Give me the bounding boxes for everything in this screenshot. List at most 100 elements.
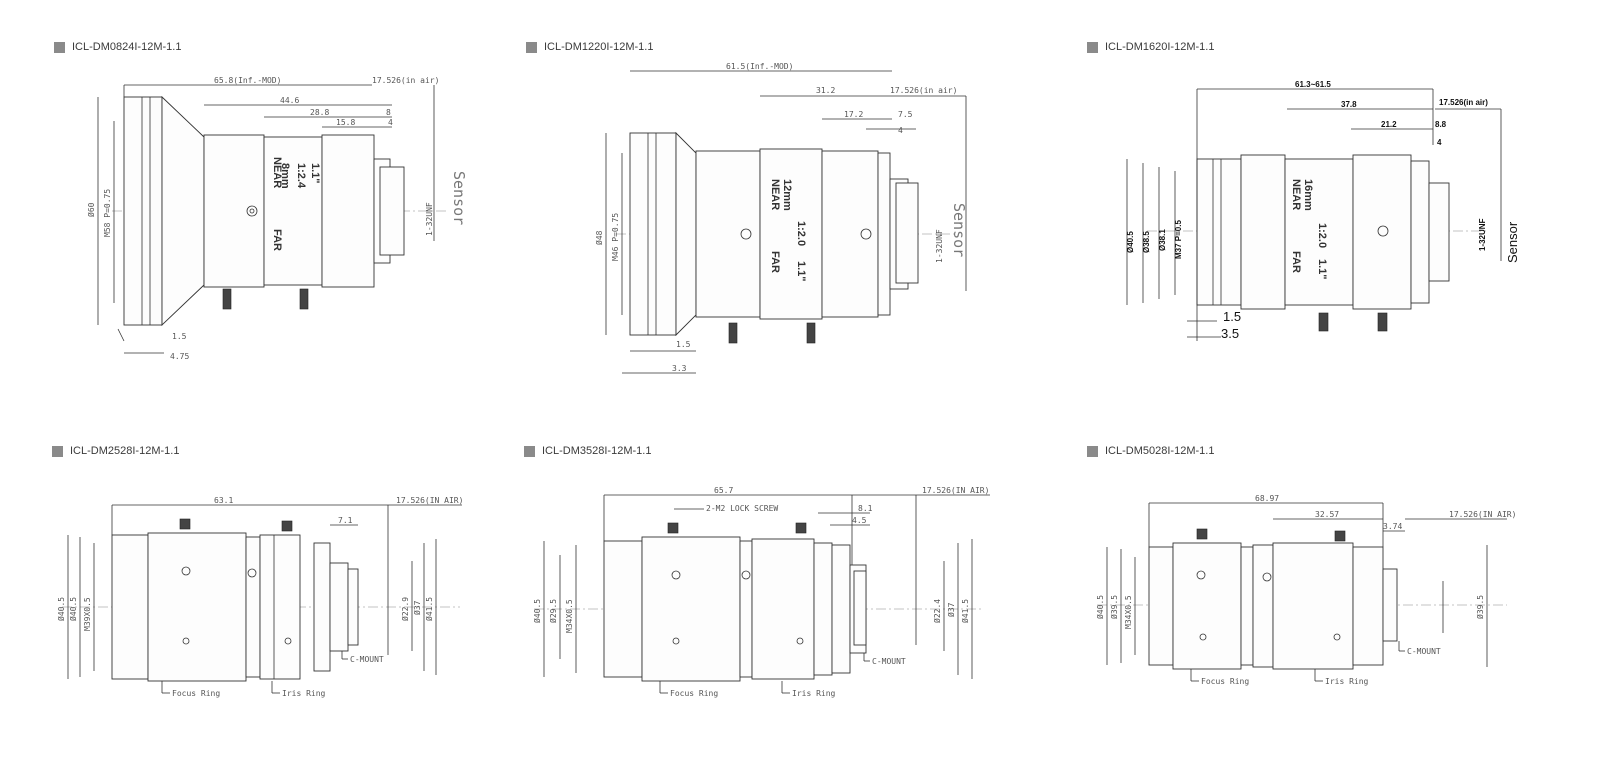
- dimension-label: 17.526(IN AIR): [1449, 510, 1516, 519]
- dimension-label: 17.526(in air): [372, 76, 439, 85]
- drawing-panel-icl-dm3528i: ICL-DM3528I-12M-1.1 65.7 17.526(IN AIR) …: [524, 445, 1004, 715]
- dimension-label: 8.1: [858, 504, 873, 513]
- panel-title: ICL-DM1220I-12M-1.1: [526, 41, 653, 53]
- dimension-label: 2-M2 LOCK SCREW: [706, 504, 778, 513]
- dimension-label: 17.526(IN AIR): [396, 496, 463, 505]
- dimension-label: 1:2.0: [1316, 223, 1328, 248]
- dimension-label: Ø38.1: [1158, 229, 1167, 251]
- dimension-label: M46 P=0.75: [611, 213, 620, 261]
- dimension-label: Ø41.5: [960, 599, 970, 623]
- dimension-label: 65.7: [714, 486, 733, 495]
- dimension-label: 1.5: [676, 340, 691, 349]
- dimension-label: 21.2: [1381, 120, 1397, 129]
- dimension-label: Ø40.5: [532, 599, 542, 623]
- dimension-label: Focus Ring: [1201, 677, 1249, 686]
- title-square-icon: [1087, 445, 1098, 457]
- drawing-panel-icl-dm1620i: ICL-DM1620I-12M-1.1 61.3~61.5 17.526(in …: [1087, 41, 1547, 351]
- dimension-label: FAR: [769, 251, 781, 273]
- dimension-label: Sensor: [950, 203, 968, 257]
- dimension-label: 1:2.0: [795, 221, 807, 246]
- title-square-icon: [524, 445, 535, 457]
- dimension-label: 16mm: [1302, 179, 1314, 211]
- dimension-label: C-MOUNT: [1407, 647, 1441, 656]
- title-square-icon: [52, 445, 63, 457]
- dimension-label: Ø41.5: [424, 597, 434, 621]
- dimension-label: 1.1": [309, 163, 321, 184]
- dimension-label: Ø37: [946, 602, 956, 617]
- dimension-label: Ø22.4: [932, 599, 942, 623]
- dimension-label: M58 P=0.75: [103, 189, 112, 237]
- dimension-label: M37 P=0.5: [1174, 220, 1183, 259]
- drawing-panel-icl-dm0824i: ICL-DM0824I-12M-1.1 65.8(Inf.-MOD) 17.52…: [54, 41, 484, 371]
- lens-drawing-svg: 65.7 17.526(IN AIR) 2-M2 LOCK SCREW 8.1 …: [532, 486, 990, 698]
- dimension-label: Ø39.5: [1109, 595, 1119, 619]
- dimension-label: 4.75: [170, 352, 189, 361]
- dimension-label: 4: [1437, 138, 1442, 147]
- lens-drawing-svg: 65.8(Inf.-MOD) 17.526(in air) 44.6 28.8 …: [86, 76, 468, 361]
- dimension-label: 3.5: [1221, 326, 1239, 341]
- drawing-panel-icl-dm5028i: ICL-DM5028I-12M-1.1 68.97 17.526(IN AIR)…: [1087, 445, 1547, 705]
- dimension-label: FAR: [1290, 251, 1302, 273]
- dimension-label: 12mm: [781, 179, 793, 211]
- dimension-label: NEAR: [769, 179, 781, 210]
- dimension-label: 4: [388, 118, 393, 127]
- dimension-label: Iris Ring: [1325, 677, 1369, 686]
- dimension-label: 3.74: [1383, 522, 1402, 531]
- dimension-label: 1.1": [795, 261, 807, 282]
- dimension-label: Ø48: [594, 230, 604, 245]
- dimension-label: NEAR: [271, 157, 283, 188]
- dimension-label: M34X0.5: [565, 599, 574, 633]
- panel-title: ICL-DM3528I-12M-1.1: [524, 445, 651, 457]
- dimension-label: 61.3~61.5: [1295, 80, 1331, 89]
- panel-title: ICL-DM5028I-12M-1.1: [1087, 445, 1214, 457]
- lens-drawing-svg: 61.5(Inf.-MOD) 17.526(in air) 31.2 17.2 …: [594, 62, 968, 374]
- lens-drawing-svg: 61.3~61.5 17.526(in air) 37.8 21.2 8.8 4…: [1126, 80, 1520, 341]
- panel-title: ICL-DM0824I-12M-1.1: [54, 41, 181, 53]
- dimension-label: Sensor: [1505, 221, 1520, 263]
- dimension-label: M34X0.5: [1124, 595, 1133, 629]
- drawing-panel-icl-dm1220i: ICL-DM1220I-12M-1.1 61.5(Inf.-MOD) 17.52…: [526, 41, 976, 381]
- dimension-label: 1-32UNF: [935, 229, 944, 263]
- dimension-label: C-MOUNT: [872, 657, 906, 666]
- dimension-label: Iris Ring: [282, 689, 326, 698]
- title-square-icon: [526, 41, 537, 53]
- dimension-label: 17.526(in air): [1439, 98, 1488, 107]
- title-square-icon: [54, 41, 65, 53]
- dimension-label: Ø39.5: [1475, 595, 1485, 619]
- dimension-label: Sensor: [450, 171, 468, 225]
- dimension-label: 8.8: [1435, 120, 1447, 129]
- dimension-label: 1:2.4: [295, 163, 307, 189]
- drawing-panel-icl-dm2528i: ICL-DM2528I-12M-1.1 63.1 17.526(IN AIR) …: [52, 445, 472, 715]
- dimension-label: M39X0.5: [83, 597, 92, 631]
- lens-drawing-svg: 63.1 17.526(IN AIR) 7.1 Ø40.5 Ø40.5 M39X…: [56, 496, 463, 698]
- title-square-icon: [1087, 41, 1098, 53]
- dimension-label: 37.8: [1341, 100, 1357, 109]
- dimension-label: Iris Ring: [792, 689, 836, 698]
- dimension-label: 8: [386, 108, 391, 117]
- dimension-label: 1.5: [1223, 309, 1241, 324]
- dimension-label: 68.97: [1255, 494, 1279, 503]
- dimension-label: 1.1": [1316, 259, 1328, 280]
- dimension-label: 4: [898, 126, 903, 135]
- dimension-label: Ø22.9: [400, 597, 410, 621]
- dimension-label: 4.5: [852, 516, 867, 525]
- dimension-label: 17.2: [844, 110, 863, 119]
- dimension-label: 63.1: [214, 496, 233, 505]
- dimension-label: Ø60: [86, 202, 96, 217]
- panel-title: ICL-DM1620I-12M-1.1: [1087, 41, 1214, 53]
- dimension-label: Ø40.5: [1126, 231, 1135, 253]
- dimension-label: 44.6: [280, 96, 299, 105]
- dimension-label: 15.8: [336, 118, 355, 127]
- dimension-label: 1.5: [172, 332, 187, 341]
- dimension-label: 1-32UNF: [1478, 218, 1487, 251]
- dimension-label: Ø37: [412, 600, 422, 615]
- dimension-label: 32.57: [1315, 510, 1339, 519]
- dimension-label: FAR: [271, 229, 283, 251]
- dimension-label: Ø40.5: [68, 597, 78, 621]
- dimension-label: Ø40.5: [56, 597, 66, 621]
- dimension-label: 1-32UNF: [425, 202, 434, 236]
- dimension-label: Ø29.5: [548, 599, 558, 623]
- dimension-label: Ø40.5: [1095, 595, 1105, 619]
- dimension-label: Ø38.5: [1142, 231, 1151, 253]
- dimension-label: 61.5(Inf.-MOD): [726, 62, 793, 71]
